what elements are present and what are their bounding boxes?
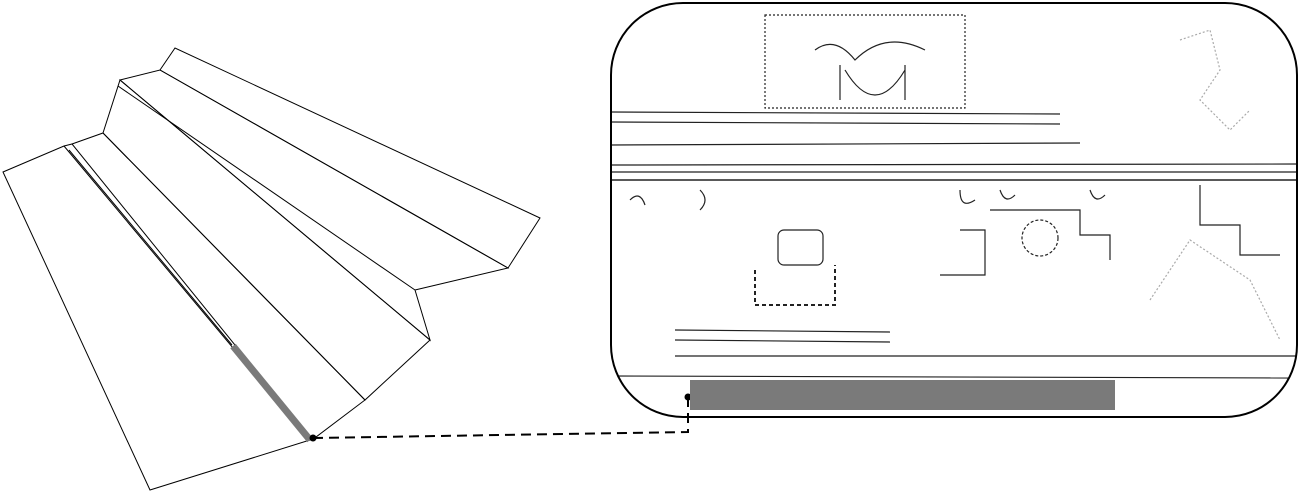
connector <box>309 393 692 442</box>
panel-2 <box>71 132 366 441</box>
panel-4 <box>118 69 510 342</box>
panel-3 <box>102 79 431 401</box>
folded-object <box>2 47 541 491</box>
detail-frame <box>610 2 1298 418</box>
panel-5 <box>159 47 541 269</box>
fold-line-3 <box>117 85 416 291</box>
relief-drawing <box>611 14 1297 379</box>
connector-start-dot <box>309 434 317 442</box>
highlighted-edge <box>230 343 313 443</box>
connector-end-dot <box>684 393 692 401</box>
fold-line-1 <box>63 143 73 147</box>
highlighted-region <box>690 380 1115 410</box>
panel-1 <box>2 145 311 491</box>
detail-panel <box>610 2 1298 418</box>
fold-line-2 <box>68 149 233 346</box>
